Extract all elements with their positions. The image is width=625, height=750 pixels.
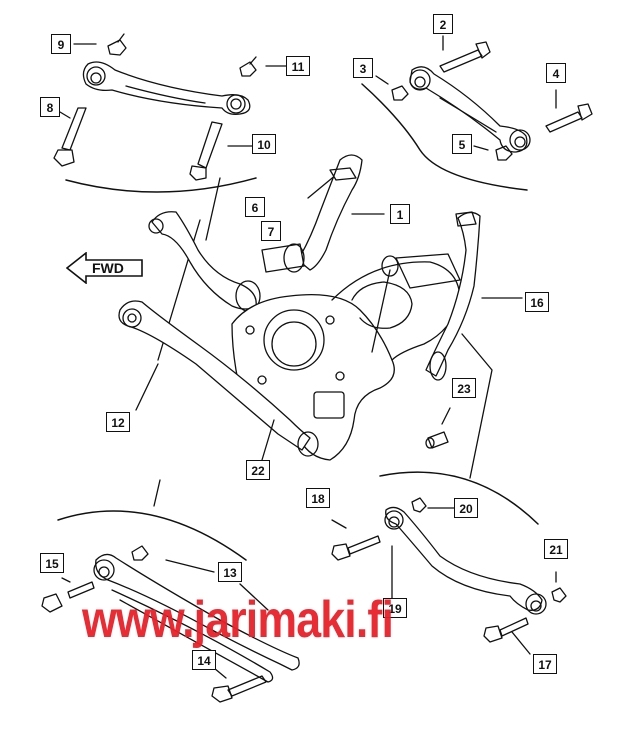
callout-12: 12 bbox=[106, 412, 130, 432]
callout-17: 17 bbox=[533, 654, 557, 674]
callout-18: 18 bbox=[306, 488, 330, 508]
callout-5: 5 bbox=[452, 134, 472, 154]
fwd-label: FWD bbox=[92, 260, 124, 276]
callout-11: 11 bbox=[286, 56, 310, 76]
callout-7: 7 bbox=[261, 221, 281, 241]
callout-4: 4 bbox=[546, 63, 566, 83]
callout-15: 15 bbox=[40, 553, 64, 573]
callout-8: 8 bbox=[40, 97, 60, 117]
upper-arm-rear-group bbox=[361, 35, 593, 191]
callout-14: 14 bbox=[192, 650, 216, 670]
callout-19: 19 bbox=[383, 598, 407, 618]
callout-9: 9 bbox=[51, 34, 71, 54]
tension-strut-group bbox=[331, 471, 567, 655]
callout-23: 23 bbox=[452, 378, 476, 398]
callout-13: 13 bbox=[218, 562, 242, 582]
callout-20: 20 bbox=[454, 498, 478, 518]
callout-3: 3 bbox=[353, 58, 373, 78]
forward-direction-arrow-icon bbox=[66, 252, 143, 284]
upper-arm-front-group bbox=[53, 33, 289, 193]
callout-10: 10 bbox=[252, 134, 276, 154]
lower-arm-group bbox=[41, 479, 300, 703]
callout-16: 16 bbox=[525, 292, 549, 312]
watermark-text: www.jarimaki.fi bbox=[82, 591, 394, 649]
knuckle-assembly bbox=[118, 154, 523, 479]
callout-21: 21 bbox=[544, 539, 568, 559]
callout-1: 1 bbox=[390, 204, 410, 224]
callout-22: 22 bbox=[246, 460, 270, 480]
callout-2: 2 bbox=[433, 14, 453, 34]
callout-6: 6 bbox=[245, 197, 265, 217]
